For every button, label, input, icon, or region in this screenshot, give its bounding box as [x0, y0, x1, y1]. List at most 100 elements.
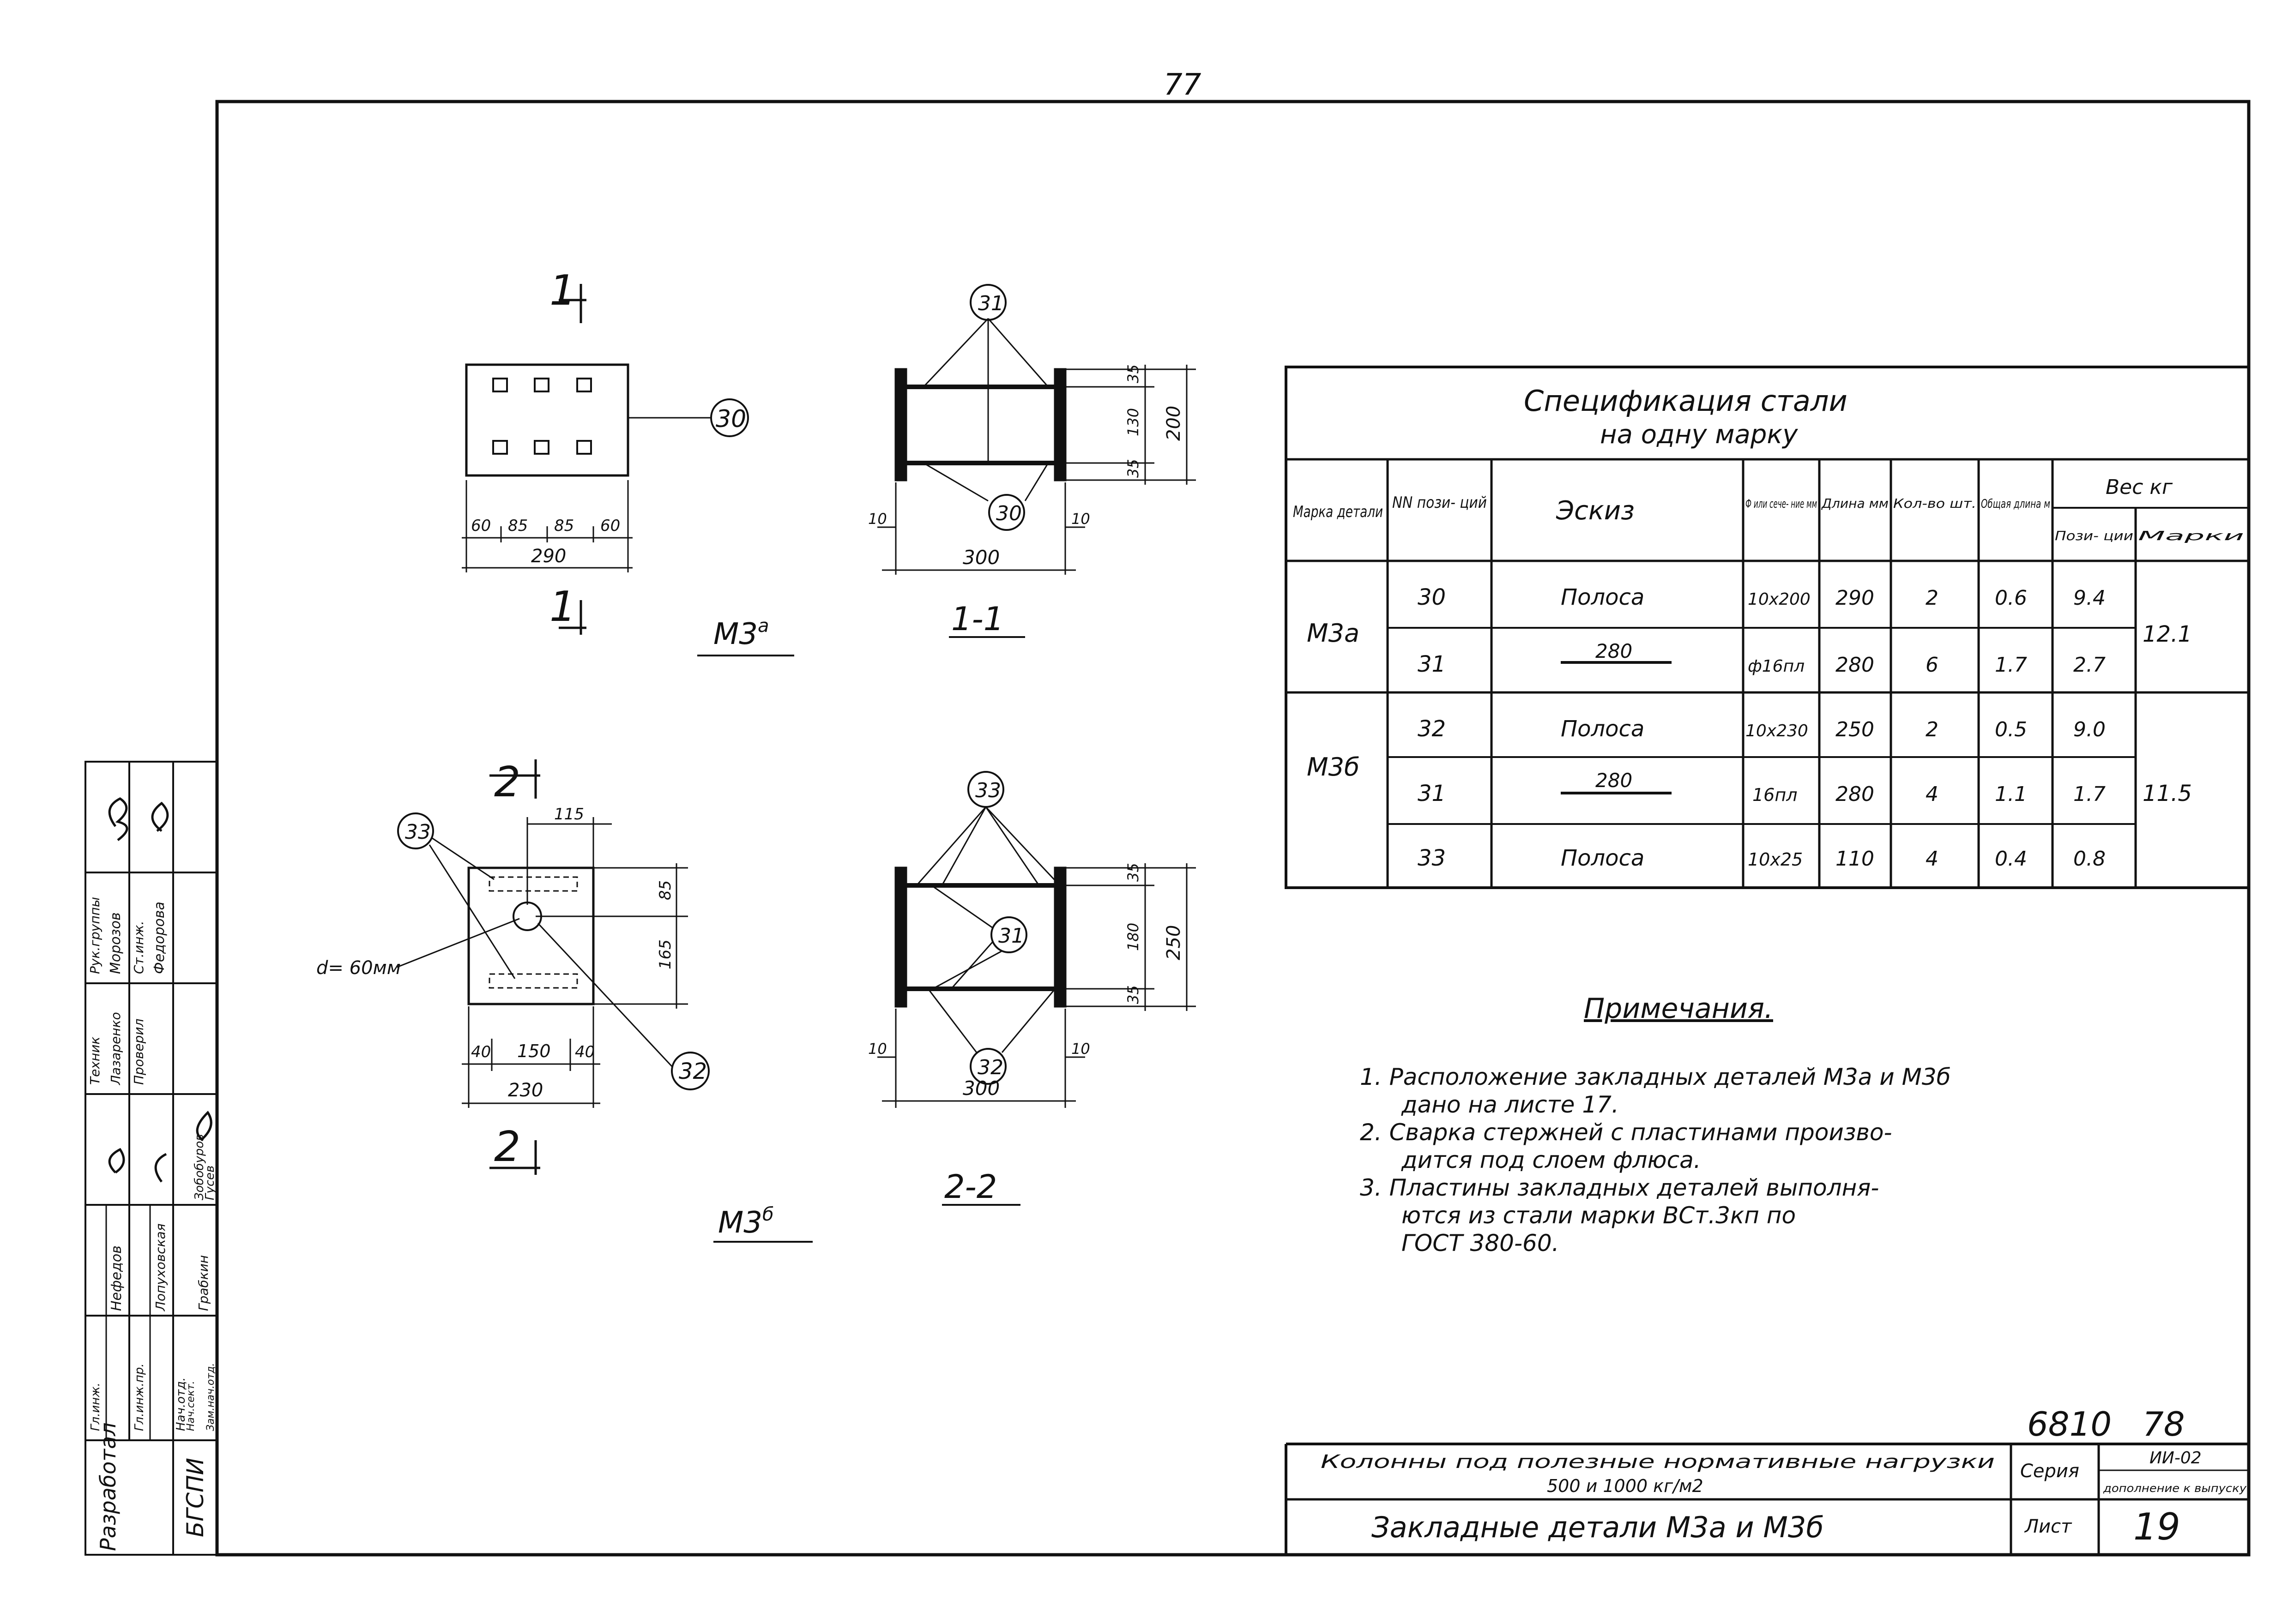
note-line-2: дано на листе 17.: [1401, 1091, 1619, 1118]
sig-role-1: Рук.группы: [87, 897, 103, 974]
sig-role-2: Ст.инж.: [131, 921, 146, 974]
notes-title: Примечания.: [1584, 992, 1773, 1025]
m3b-dim-1: 40: [471, 1043, 491, 1061]
m3a-pos-plate: 30: [716, 405, 746, 433]
spec-r4-total-len: 1.1: [1995, 782, 2027, 806]
stamp-title-2: 500 и 1000 кг/м2: [1547, 1476, 1703, 1496]
stamp-title-1: Колонны под полезные нормативные нагрузк…: [1321, 1451, 1995, 1473]
spec-r3-section: 10x230: [1745, 722, 1808, 740]
m3b-sec-pos-bars: 31: [998, 924, 1024, 948]
m3a-sec-dim-2: 130: [1124, 408, 1142, 436]
signature-grid: [85, 761, 218, 1556]
page-number: 77: [1164, 68, 1201, 102]
spec-h-length: Длина мм: [1821, 496, 1889, 511]
m3b-sec-dim-2: 180: [1124, 923, 1142, 951]
spec-r5-w-pos: 0.8: [2073, 847, 2106, 871]
m3a-section-mark-top: 1: [549, 266, 576, 315]
note-line-1: 1. Расположение закладных деталей М3а и …: [1360, 1064, 1950, 1090]
sig-name-1: Морозов: [108, 912, 124, 974]
m3b-sec-pos-plate: 32: [978, 1056, 1003, 1079]
spec-r1-w-mark: 12.1: [2143, 621, 2192, 647]
sig-role-4: Проверил: [131, 1018, 146, 1085]
spec-table-grid: [1285, 366, 2250, 889]
sig-name-5: Нефедов: [109, 1245, 125, 1311]
m3b-pos-plate: 32: [679, 1059, 707, 1084]
spec-h-weight: Вес кг: [2106, 475, 2173, 499]
spec-r2-length: 280: [1835, 653, 1874, 677]
m3a-section-mark-bottom: 1: [549, 583, 576, 631]
spec-r4-w-pos: 1.7: [2073, 782, 2106, 806]
spec-h-qty: Кол-во шт.: [1893, 496, 1976, 511]
sig-name-6: Лопуховская: [153, 1223, 168, 1311]
sig-name-3: Лазаренко: [108, 1012, 123, 1085]
m3b-sec-dim-right: 10: [1071, 1040, 1090, 1058]
spec-r5-pos: 33: [1418, 845, 1446, 871]
sig-org: БГСПИ: [182, 1458, 209, 1537]
spec-r5-qty: 4: [1926, 847, 1938, 871]
m3a-sec-dim-right: 10: [1071, 510, 1090, 528]
spec-r5-section: 10x25: [1748, 849, 1803, 870]
m3b-dim-165: 165: [656, 939, 675, 969]
m3b-sec-dim-width: 300: [963, 1077, 1000, 1100]
m3b-dim-2: 150: [517, 1041, 551, 1061]
sig-name-9: Гусев: [203, 1166, 217, 1201]
spec-h-weight-mark: Марки: [2138, 528, 2244, 543]
m3b-section: [877, 771, 1196, 1206]
spec-r5-total-len: 0.4: [1995, 847, 2027, 871]
spec-h-weight-pos: Пози- ции: [2055, 528, 2133, 543]
stamp-series-label: Серия: [2020, 1461, 2079, 1482]
m3b-section-title: 2-2: [944, 1168, 997, 1206]
spec-r3-length: 250: [1835, 718, 1874, 741]
spec-r2-pos: 31: [1418, 651, 1446, 677]
stamp-series-sub: дополнение к выпуску: [2103, 1482, 2247, 1495]
m3a-dim-1: 60: [471, 517, 491, 535]
sig-name-2: Федорова: [151, 902, 168, 974]
spec-r2-qty: 6: [1926, 653, 1938, 677]
spec-r1-pos: 30: [1418, 584, 1446, 610]
spec-r1-sketch: Полоса: [1561, 584, 1644, 610]
m3a-sec-dim-1: 35: [1124, 364, 1142, 383]
spec-r3-w-pos: 9.0: [2073, 718, 2106, 741]
spec-r1-mark: М3а: [1307, 619, 1359, 648]
m3b-dim-85: 85: [656, 880, 675, 900]
m3b-sec-dim-total: 250: [1163, 925, 1184, 960]
m3b-dim-115: 115: [554, 805, 584, 824]
handwritten-signatures: [108, 797, 212, 1183]
m3b-label: М3б: [718, 1204, 774, 1240]
sig-role-8: Нач.сект.: [185, 1381, 197, 1431]
m3b-dim-3: 40: [575, 1043, 595, 1061]
m3b-hole-dim: d= 60мм: [316, 957, 401, 979]
sig-name-7: Грабкин: [196, 1255, 211, 1311]
note-line-5: 3. Пластины закладных деталей выполня-: [1360, 1174, 1879, 1201]
m3b-dim-total: 230: [508, 1080, 543, 1101]
m3a-section-title: 1-1: [951, 600, 1004, 638]
stamp-sheet-label: Лист: [2024, 1516, 2072, 1537]
frame-outer: [215, 100, 2251, 1557]
m3a-sec-dim-3: 35: [1124, 459, 1142, 478]
stamp-series-value: ИИ-02: [2149, 1449, 2202, 1468]
m3a-plan: [462, 284, 794, 656]
spec-r1-section: 10x200: [1748, 590, 1811, 609]
spec-r4-sketch: 280: [1595, 769, 1632, 792]
note-line-7: ГОСТ 380-60.: [1401, 1230, 1559, 1257]
sig-developer: Разработал: [96, 1422, 121, 1551]
spec-h-pos: NN пози- ций: [1392, 493, 1487, 512]
m3a-dim-total: 290: [531, 546, 566, 567]
m3b-plan: [397, 759, 813, 1243]
spec-r2-sketch: 280: [1595, 640, 1632, 662]
m3b-sec-dim-3: 35: [1124, 985, 1142, 1004]
m3a-dim-3: 85: [554, 517, 574, 535]
spec-r3-total-len: 0.5: [1995, 718, 2027, 741]
note-line-3: 2. Сварка стержней с пластинами произво-: [1360, 1119, 1892, 1146]
m3a-sec-dim-width: 300: [963, 546, 1000, 569]
m3a-sec-pos-plate: 30: [996, 502, 1022, 525]
spec-r2-w-pos: 2.7: [2073, 653, 2106, 677]
stamp-code-page: 78: [2143, 1405, 2185, 1444]
spec-r4-section: 16пл: [1752, 785, 1798, 805]
m3a-sec-dim-total: 200: [1163, 406, 1184, 441]
sig-role-6: Гл.инж.пр.: [133, 1363, 146, 1431]
sig-role-5: Гл.инж.: [89, 1383, 103, 1431]
spec-r1-total-len: 0.6: [1995, 586, 2027, 610]
sig-role-9: Зам.нач.отд.: [205, 1363, 217, 1431]
spec-h-sketch: Эскиз: [1556, 496, 1635, 526]
